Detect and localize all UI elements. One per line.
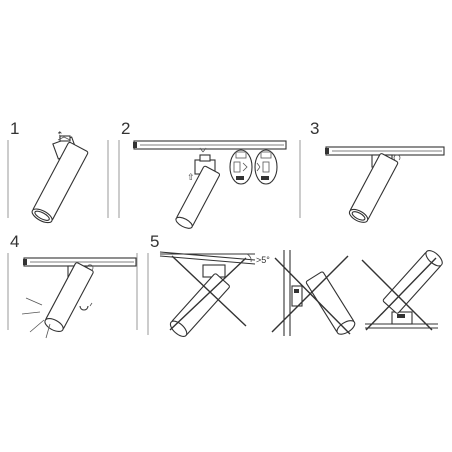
- cross-1-a: [171, 255, 247, 327]
- step-2-spotlight: [175, 165, 221, 229]
- step-3-panel: 3: [299, 119, 445, 223]
- step-4-rotate-icon: [79, 302, 93, 311]
- step-2-number: 2: [121, 119, 130, 138]
- svg-text:⇧: ⇧: [187, 172, 195, 182]
- cross-3-b: [365, 257, 437, 331]
- step-4-panel: 4: [7, 232, 138, 339]
- cross-3-a: [361, 259, 433, 331]
- step-5-wall-mount: [271, 250, 356, 336]
- step-3-track-rail: [325, 146, 445, 156]
- step-4-light-rays: [21, 297, 51, 339]
- step-4-spotlight: [44, 262, 94, 333]
- step-5-sloped-ceiling: >5°: [159, 251, 270, 337]
- step-2-track-rail: [133, 140, 287, 150]
- cross-2-b: [271, 255, 349, 333]
- cross-2-a: [274, 257, 351, 335]
- step-3-number: 3: [310, 119, 319, 138]
- step-2-detail-right: [254, 149, 278, 185]
- step-5-number: 5: [150, 232, 159, 251]
- step-3-spotlight: [348, 153, 399, 223]
- angle-label: >5°: [256, 255, 270, 265]
- step-2-panel: 2 ⇧: [118, 119, 287, 229]
- step-2-detail-left: [229, 149, 253, 185]
- step-1-spotlight: [31, 141, 89, 224]
- step-5-floor-mount: [361, 250, 443, 331]
- step-4-number: 4: [10, 232, 19, 251]
- step-1-panel: 1 ⇡: [7, 119, 109, 224]
- cross-1-b: [169, 257, 247, 331]
- step-1-number: 1: [10, 119, 19, 138]
- step-5-panel: 5 >5°: [147, 232, 443, 337]
- svg-text:⇡: ⇡: [56, 130, 64, 140]
